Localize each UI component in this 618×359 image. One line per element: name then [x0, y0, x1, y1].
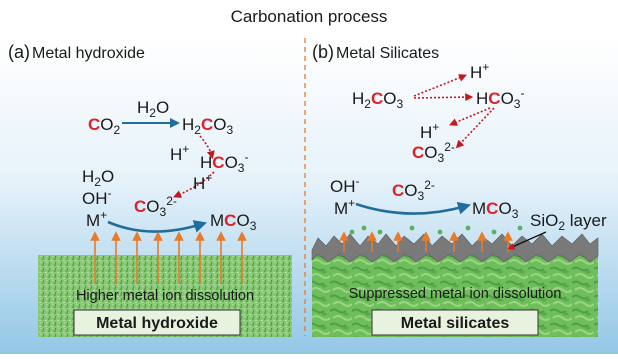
panel-a-mplus: M+	[86, 208, 107, 230]
panel-a-hco3: HCO3-	[200, 150, 248, 175]
panel-b-box-label: Metal silicates	[401, 315, 510, 332]
panel-a-mco3: MCO3	[210, 211, 257, 233]
panel-b-label: (b)Metal Silicates	[312, 42, 439, 62]
panel-a-box-label: Metal hydroxide	[96, 315, 218, 332]
panel-b-dotted-arrow-2	[413, 93, 474, 102]
panel-b-co3: CO32-	[392, 178, 435, 203]
panel-b-curved-arrow	[355, 201, 472, 215]
panel-b-blocked-ions	[349, 225, 523, 235]
panel-b-mco3: MCO3	[472, 199, 519, 221]
panel-a-label: (a)Metal hydroxide	[8, 42, 145, 62]
panel-b-hplus-mid: H+	[420, 120, 439, 142]
sio2-label: SiO2 layer	[530, 211, 607, 233]
panel-b-dissolution-arrows	[339, 231, 513, 252]
panel-b-dotted-arrow-1	[413, 74, 467, 97]
panel-b-mplus: M+	[334, 196, 355, 218]
panel-a-hplus-1: H+	[170, 142, 189, 164]
panel-a-oh: OH-	[82, 186, 112, 208]
panel-a-co2: CO2	[88, 115, 121, 137]
panel-a-dotted-arrow-1	[199, 135, 215, 160]
panel-b-hco3: HCO3-	[476, 86, 524, 111]
panel-a-hplus-2: H+	[193, 171, 212, 193]
panel-a-h2co3: H2CO3	[182, 115, 233, 137]
panel-a-curved-arrow	[107, 220, 207, 233]
panel-a-h2o-over: H2O	[137, 98, 169, 120]
panel-a-h2o-left: H2O	[82, 167, 114, 189]
panel-a-dotted-arrow-2	[173, 171, 215, 198]
panel-a-co3: CO32-	[134, 194, 177, 219]
panel-b-dissolution-text: Suppressed metal ion dissolution	[349, 286, 562, 302]
panel-b-h2co3: H2CO3	[352, 89, 403, 111]
panel-b-hplus-top: H+	[470, 60, 489, 82]
panel-b-co3-small: CO32-	[412, 140, 455, 165]
panel-b-dotted-arrow-3	[449, 107, 491, 126]
panel-b-dotted-arrow-4	[455, 107, 495, 149]
panel-a-dissolution-arrows	[90, 231, 247, 284]
panel-a-dissolution-text: Higher metal ion dissolution	[76, 288, 254, 304]
panel-b-oh: OH-	[330, 174, 360, 196]
panel-b-box	[371, 309, 539, 336]
panel-a-box	[73, 309, 241, 336]
sio2-pointer	[507, 231, 547, 250]
diagram-title: Carbonation process	[231, 7, 388, 26]
